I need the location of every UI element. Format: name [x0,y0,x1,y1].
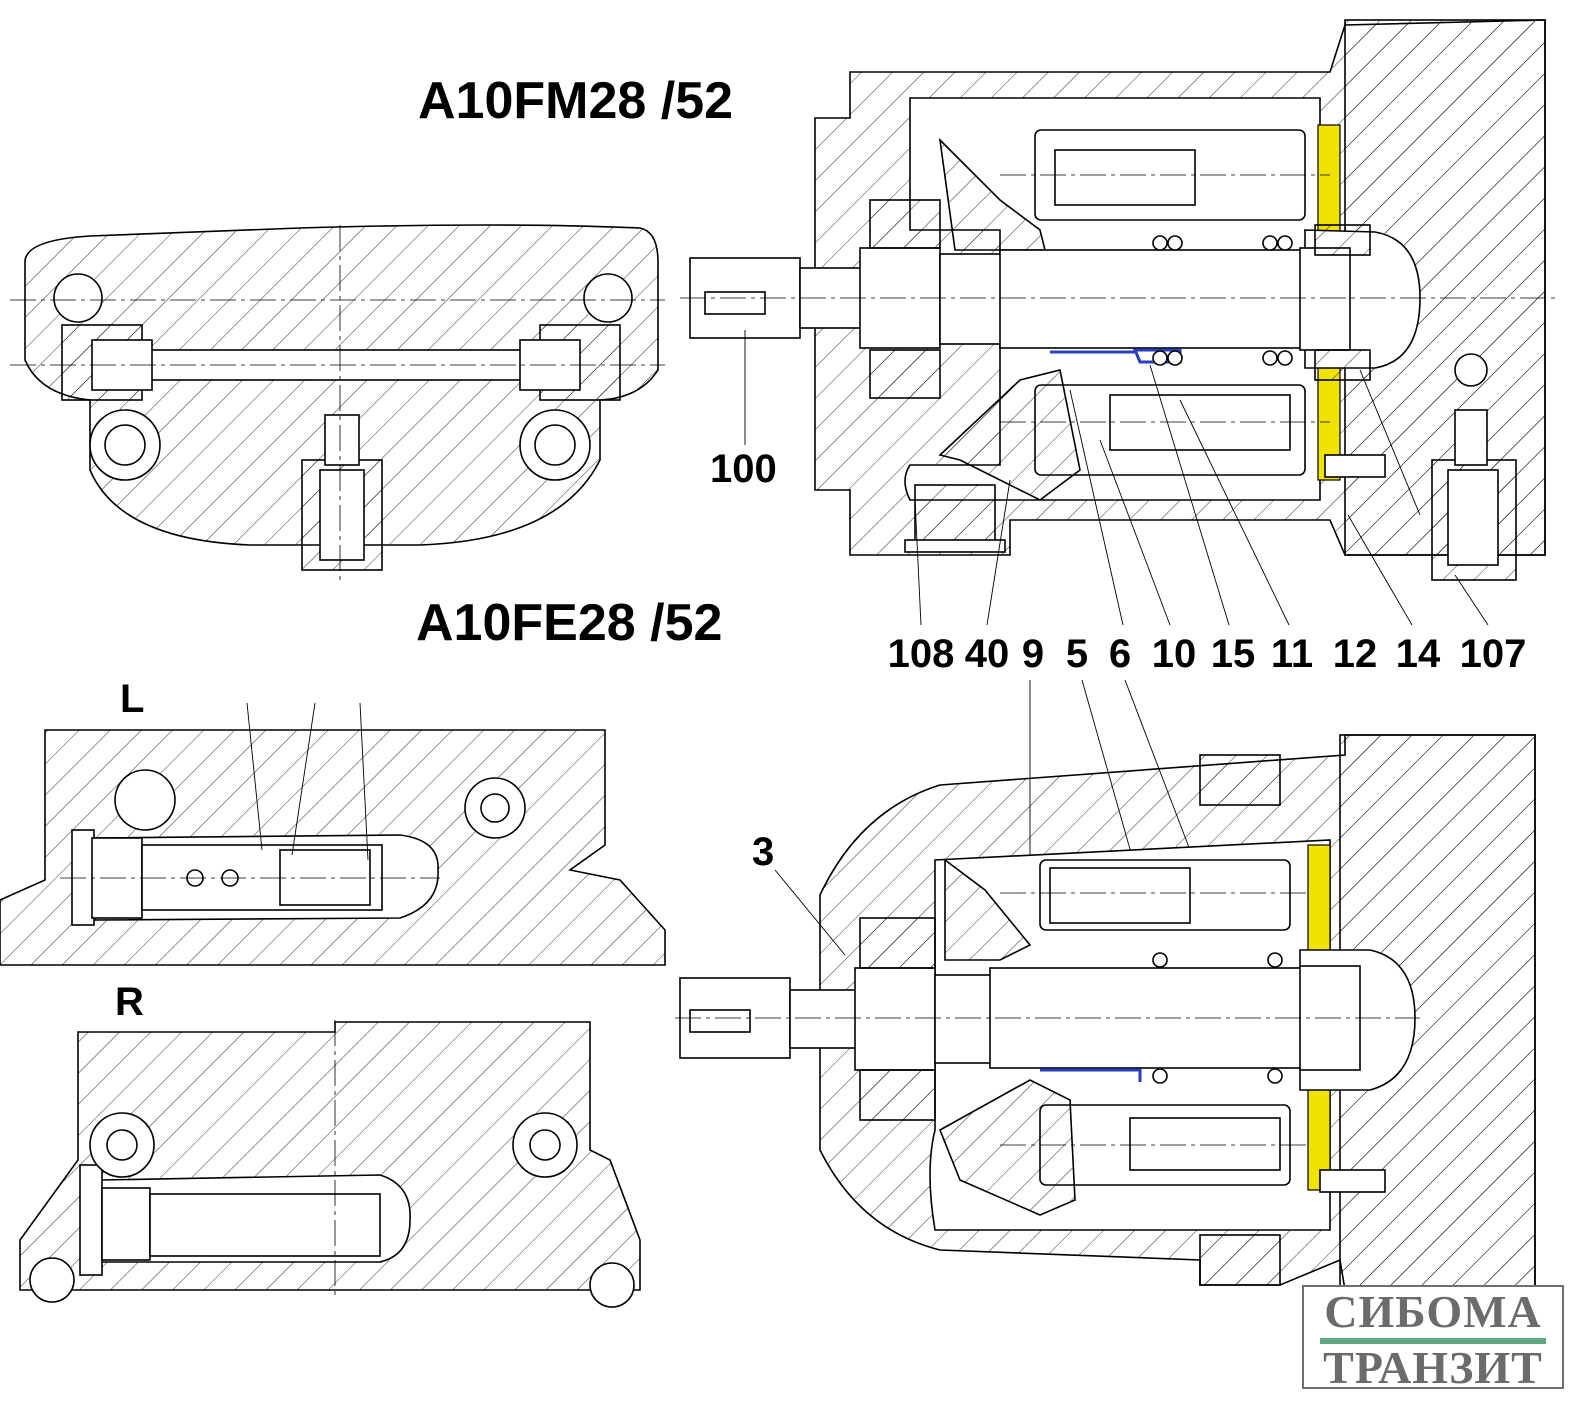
callout-leaders [914,364,1489,626]
callout-11: 11 [1271,632,1313,676]
fe-right-view [19,1020,641,1308]
callout-40: 40 [965,632,1010,676]
title-a10fe: A10FE28 /52 [416,594,722,652]
fe-main-section [675,734,1536,1291]
callout-14: 14 [1396,632,1441,676]
fe-left-view [0,702,666,966]
fm-main-section [680,19,1560,581]
logo-line-2: ТРАНЗИТ [1323,1342,1543,1393]
label-l: L [120,677,144,721]
logo-divider [1320,1338,1546,1344]
callout-12: 12 [1333,632,1378,676]
company-logo: СИБОМА ТРАНЗИТ [1302,1285,1564,1393]
callout-6: 6 [1109,632,1131,676]
callout-row: 108 40 9 5 6 10 15 11 12 14 107 [888,632,1527,676]
callout-10: 10 [1152,632,1197,676]
callout-3: 3 [752,830,774,874]
callout-15: 15 [1211,632,1256,676]
callout-100: 100 [710,447,777,491]
fm-top-view [10,224,665,580]
title-a10fm: A10FM28 /52 [418,72,733,130]
logo-line-1: СИБОМА [1324,1286,1542,1337]
callout-9: 9 [1022,632,1044,676]
callout-5: 5 [1066,632,1088,676]
callout-107: 107 [1460,632,1527,676]
label-r: R [115,980,144,1024]
callout-108: 108 [888,632,955,676]
